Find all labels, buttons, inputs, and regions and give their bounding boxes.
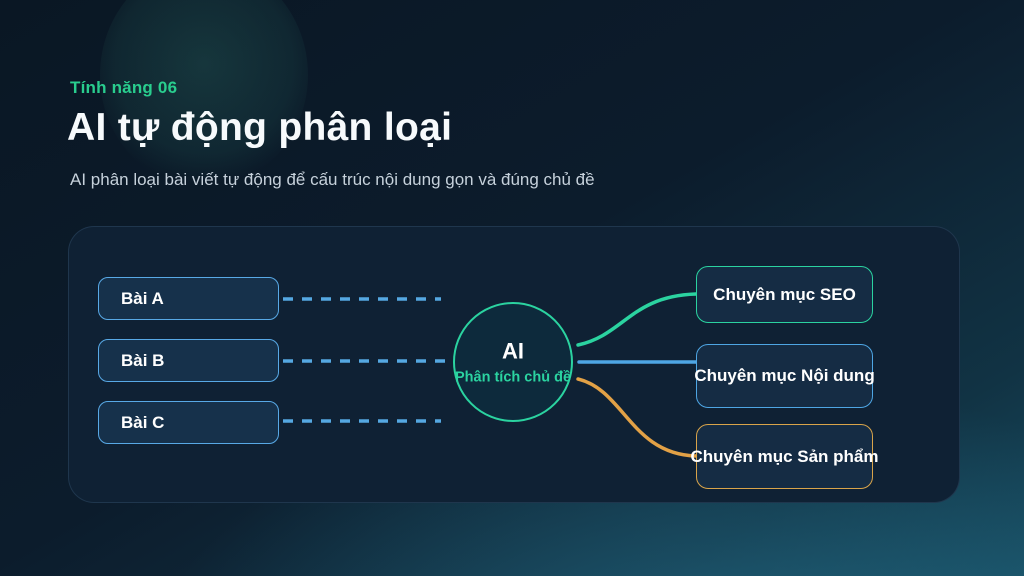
input-article-a: Bài A bbox=[98, 277, 279, 320]
connector-product bbox=[576, 377, 698, 458]
input-article-b-label: Bài B bbox=[121, 350, 165, 370]
output-category-product-label: Chuyên mục Sản phẩm bbox=[690, 446, 879, 466]
input-article-c-label: Bài C bbox=[121, 412, 165, 432]
connector-seo bbox=[576, 292, 698, 347]
feature-number-label: Tính năng 06 bbox=[70, 78, 178, 97]
output-category-content-label: Chuyên mục Nội dung bbox=[694, 366, 875, 385]
connector-lines bbox=[283, 292, 698, 458]
output-category-product: Chuyên mục Sản phẩm bbox=[691, 424, 879, 489]
page-subtitle: AI phân loại bài viết tự động để cấu trú… bbox=[70, 170, 595, 189]
output-category-seo-label: Chuyên mục SEO bbox=[713, 284, 856, 304]
input-article-a-label: Bài A bbox=[121, 288, 164, 308]
ai-circle bbox=[453, 302, 573, 422]
output-category-content: Chuyên mục Nội dung bbox=[694, 344, 875, 408]
page-title: AI tự động phân loại bbox=[67, 106, 453, 149]
input-article-c: Bài C bbox=[98, 401, 279, 444]
input-article-b: Bài B bbox=[98, 339, 279, 382]
diagram-panel: Bài A Bài B Bài C AI Phân tích chủ đề Ch… bbox=[68, 226, 960, 503]
output-category-seo: Chuyên mục SEO bbox=[696, 266, 873, 323]
